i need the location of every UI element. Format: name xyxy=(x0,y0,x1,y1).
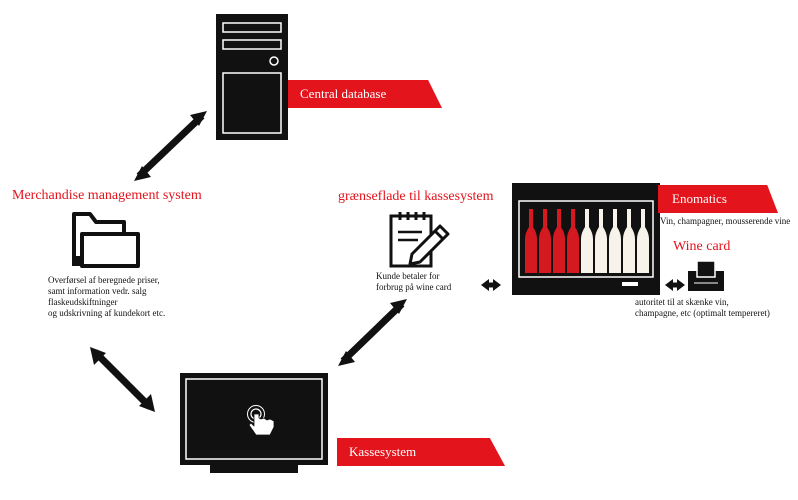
merchandise-description-line: Overførsel af beregnede priser, xyxy=(48,275,160,285)
hand-pointer-icon xyxy=(247,405,275,436)
enomatics-label: Enomatics xyxy=(658,185,778,213)
central-database-label: Central database xyxy=(288,80,442,108)
wine-card-description: autoritet til at skænke vin, champagne, … xyxy=(635,297,770,319)
arrow-database-merchandise xyxy=(134,111,207,181)
interface-description-line: Kunde betaler for xyxy=(376,271,440,281)
arrow-kassesystem-interface xyxy=(338,299,407,366)
wine-dispenser-icon xyxy=(512,183,660,295)
interface-title: grænseflade til kassesystem xyxy=(338,189,494,204)
wine-card-description-line: autoritet til at skænke vin, xyxy=(635,297,729,307)
interface-description: Kunde betaler for forbrug på wine card xyxy=(376,271,451,293)
arrow-merchandise-kassesystem xyxy=(90,347,155,412)
red-wine-bottle-icon xyxy=(567,209,579,273)
card-reader-icon xyxy=(688,260,724,291)
folder-icon xyxy=(72,212,140,268)
white-wine-bottle-icon xyxy=(637,209,649,273)
enomatics-subtitle: Vin, champagner, mousserende vine xyxy=(660,216,791,226)
wine-card-description-line: champagne, etc (optimalt tempereret) xyxy=(635,308,770,318)
merchandise-description-line: samt information vedr. salg xyxy=(48,286,147,296)
white-wine-bottle-icon xyxy=(581,209,593,273)
wine-card-title: Wine card xyxy=(673,239,731,254)
merchandise-description-line: og udskrivning af kundekort etc. xyxy=(48,308,166,318)
white-wine-bottle-icon xyxy=(609,209,621,273)
notepad-pencil-icon xyxy=(389,212,450,268)
red-wine-bottle-icon xyxy=(525,209,537,273)
touch-monitor-icon xyxy=(180,373,328,473)
arrow-enomatics-winecard xyxy=(665,279,685,291)
merchandise-description: Overførsel af beregnede priser, samt inf… xyxy=(48,275,165,319)
kassesystem-label: Kassesystem xyxy=(337,438,505,466)
arrow-interface-enomatics xyxy=(481,279,501,291)
red-wine-bottle-icon xyxy=(539,209,551,273)
white-wine-bottle-icon xyxy=(623,209,635,273)
merchandise-description-line: flaskeudskiftninger xyxy=(48,297,118,307)
merchandise-system-title: Merchandise management system xyxy=(12,188,202,203)
server-tower-icon xyxy=(216,14,288,140)
interface-description-line: forbrug på wine card xyxy=(376,282,452,292)
red-wine-bottle-icon xyxy=(553,209,565,273)
white-wine-bottle-icon xyxy=(595,209,607,273)
